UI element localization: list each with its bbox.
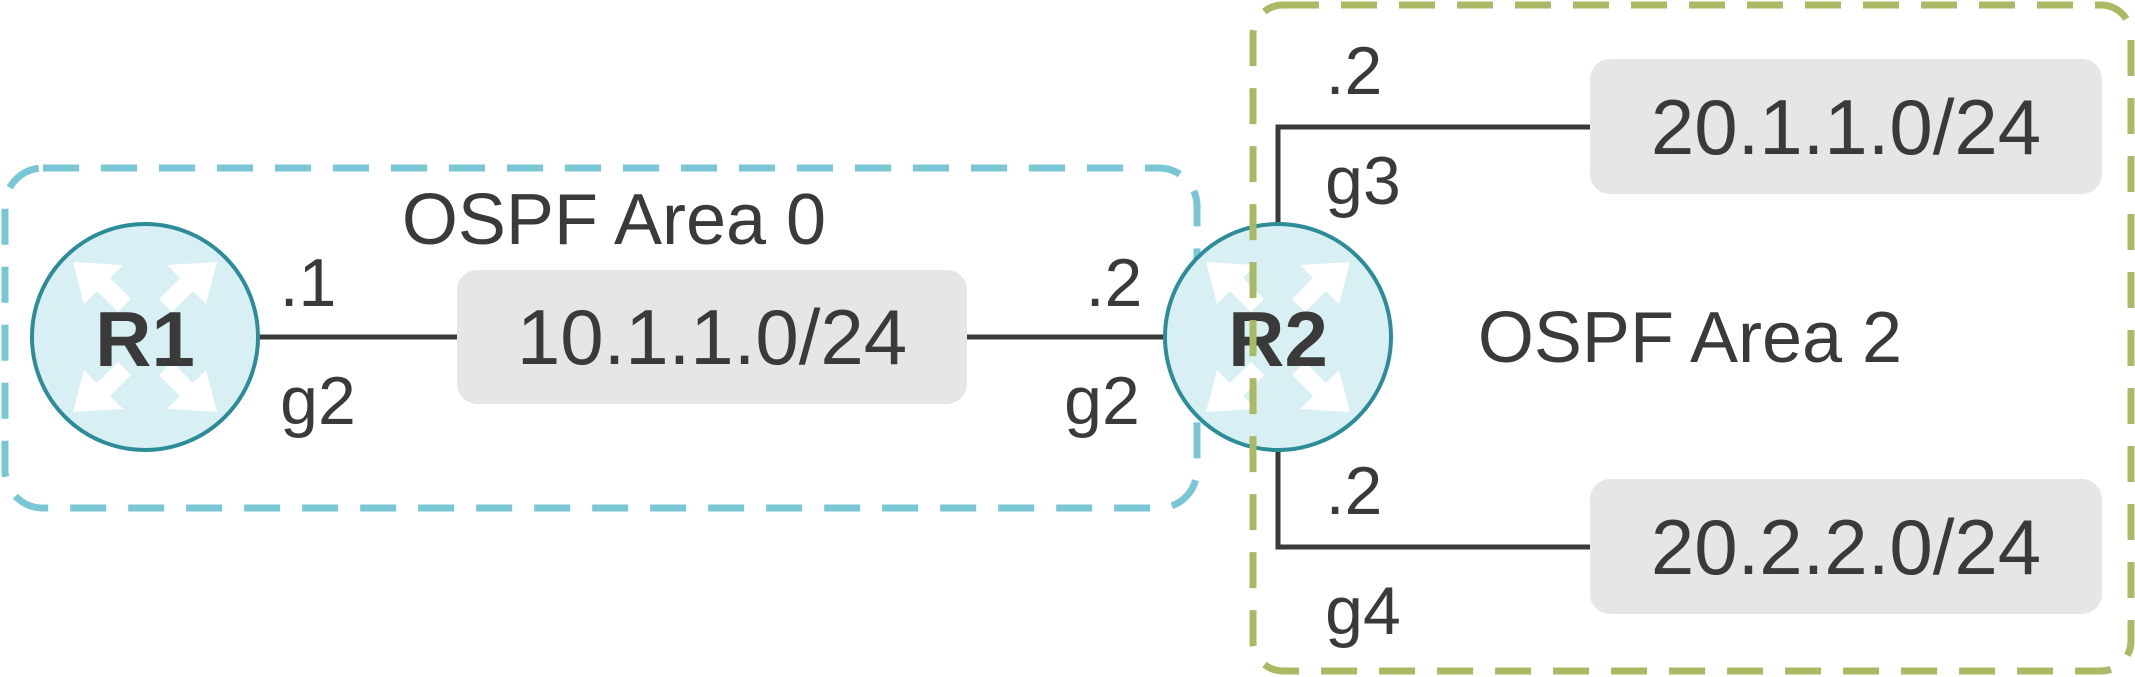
area-2-label: OSPF Area 2: [1478, 298, 1902, 378]
network-20-1-box: [1590, 59, 2102, 194]
r1-g2-ip: .1: [280, 245, 337, 321]
router-r2[interactable]: R2: [1163, 222, 1393, 452]
network-10-label: 10.1.1.0/24: [517, 293, 907, 381]
r2-g2-name: g2: [1064, 363, 1140, 439]
r2-g4-name: g4: [1325, 573, 1401, 649]
router-r2-label: R2: [1228, 295, 1328, 383]
router-r1-label: R1: [95, 295, 195, 383]
router-r1[interactable]: R1: [30, 222, 260, 452]
link-r2-net20-2: [1275, 449, 1592, 550]
r2-g2-ip: .2: [1086, 245, 1143, 321]
network-10-box: [457, 270, 967, 404]
area-2-boundary: [1249, 1, 2135, 675]
network-20-2-label: 20.2.2.0/24: [1651, 503, 2041, 591]
network-20-1-label: 20.1.1.0/24: [1651, 83, 2041, 171]
link-r2-net20-1: [1275, 124, 1592, 225]
r2-g4-ip: .2: [1326, 453, 1383, 529]
r2-g3-ip: .2: [1326, 33, 1383, 109]
arrows-icon: [1206, 262, 1350, 412]
r2-g3-name: g3: [1325, 143, 1401, 219]
arrows-icon: [73, 262, 217, 412]
area-0-label: OSPF Area 0: [402, 180, 826, 260]
network-20-2-box: [1590, 479, 2102, 614]
r1-g2-name: g2: [280, 363, 356, 439]
